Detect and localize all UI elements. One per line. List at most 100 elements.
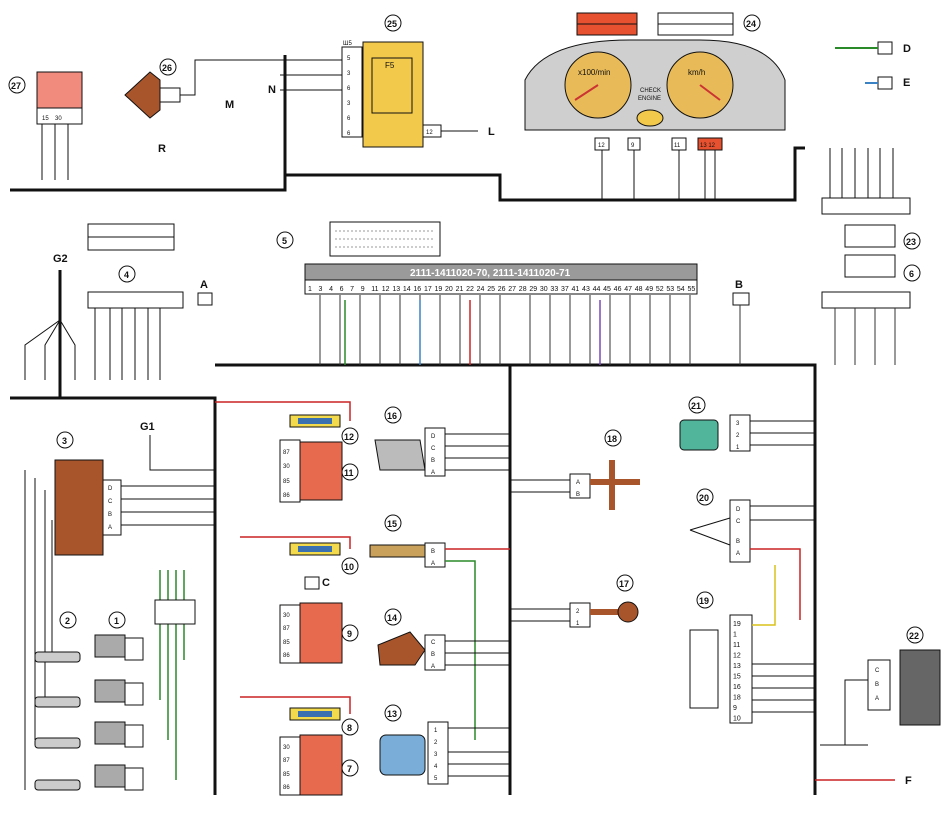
ecu-pin-label: 19 xyxy=(434,286,442,293)
ecu-pin-label: 11 xyxy=(371,286,378,293)
svg-text:C: C xyxy=(875,668,880,674)
label-15: 15 xyxy=(387,519,397,529)
component-20-sensor: 20 DC BA xyxy=(689,488,815,620)
component-25-fuse-box: 25 F5 Ш5 53 63 66 12 N L xyxy=(268,14,495,148)
ecu-pin-label: 21 xyxy=(456,286,464,293)
point-G1: G1 xyxy=(140,421,155,433)
point-R: R xyxy=(158,143,166,155)
ecu-pin-label: 52 xyxy=(656,286,664,293)
label-26: 26 xyxy=(162,63,172,73)
component-6-connector: 6 xyxy=(821,264,921,309)
label-17: 17 xyxy=(619,579,629,589)
component-18-sensor: 18 AB xyxy=(510,429,640,510)
fuse-label: F5 xyxy=(385,61,395,70)
svg-text:11: 11 xyxy=(674,143,681,149)
cluster-white-connector xyxy=(657,12,734,36)
ecu-pin-label: 24 xyxy=(477,286,485,293)
svg-text:D: D xyxy=(108,486,113,492)
svg-text:B: B xyxy=(431,652,435,658)
label-18: 18 xyxy=(607,434,617,444)
svg-text:A: A xyxy=(431,470,435,476)
ecu-pin-label: 13 xyxy=(392,286,400,293)
svg-text:B: B xyxy=(736,539,740,545)
cluster-red-connector xyxy=(576,12,638,36)
svg-text:12: 12 xyxy=(426,130,433,136)
component-14-sensor: 14 CBA xyxy=(377,608,510,671)
wire-runs xyxy=(215,295,896,403)
point-L: L xyxy=(488,126,495,138)
gauge-speed-label: km/h xyxy=(688,68,705,77)
svg-text:1: 1 xyxy=(736,445,740,451)
ecu-pin-label: 45 xyxy=(603,286,611,293)
label-12: 12 xyxy=(344,432,354,442)
svg-text:5: 5 xyxy=(347,56,351,62)
ecu-pin-label: 53 xyxy=(666,286,674,293)
gauge-rpm-label: x100/min xyxy=(578,68,610,77)
svg-text:C: C xyxy=(431,446,436,452)
svg-text:3: 3 xyxy=(434,752,438,758)
connector-19-pin-label: 19 xyxy=(733,621,741,628)
connector-19-pin-label: 15 xyxy=(733,674,741,681)
svg-text:12: 12 xyxy=(598,143,605,149)
check-engine-label-1: CHECK xyxy=(640,88,661,94)
svg-text:87: 87 xyxy=(283,450,290,456)
svg-text:B: B xyxy=(431,549,435,555)
component-16-sensor: 16 DC BA xyxy=(374,406,510,477)
label-7: 7 xyxy=(347,764,352,774)
label-22: 22 xyxy=(909,631,919,641)
label-2: 2 xyxy=(65,616,70,626)
label-19: 19 xyxy=(699,596,709,606)
label-4: 4 xyxy=(124,270,129,280)
ecu-pin-label: 26 xyxy=(498,286,506,293)
ecu-pin-label: 7 xyxy=(350,286,354,293)
svg-text:C: C xyxy=(736,519,741,525)
svg-text:15: 15 xyxy=(42,116,49,122)
label-8: 8 xyxy=(347,723,352,733)
component-3-ignition-coil: 3 DC BA G1 xyxy=(24,421,215,790)
ecu-pin-label: 12 xyxy=(382,286,390,293)
point-F: F xyxy=(905,775,912,787)
point-E: E xyxy=(903,77,910,89)
svg-text:86: 86 xyxy=(283,653,290,659)
label-25: 25 xyxy=(387,19,397,29)
svg-text:C: C xyxy=(431,640,436,646)
bus-lines xyxy=(10,55,817,795)
label-9: 9 xyxy=(347,629,352,639)
ecu-pin-label: 44 xyxy=(593,286,601,293)
point-G2: G2 xyxy=(53,253,68,265)
ecu-pin-label: 37 xyxy=(561,286,569,293)
svg-text:3: 3 xyxy=(736,421,740,427)
diagnostic-connector xyxy=(87,223,175,251)
ecu-pin-label: 3 xyxy=(319,286,323,293)
point-D: D xyxy=(903,43,911,55)
ecu-pin-label: 48 xyxy=(635,286,643,293)
component-15-sensor: 15 BA xyxy=(369,514,510,740)
ecu-pin-label: 29 xyxy=(529,286,537,293)
svg-text:1: 1 xyxy=(576,621,580,627)
svg-text:30: 30 xyxy=(283,745,290,751)
connector-19-pin-label: 11 xyxy=(733,642,740,649)
ecu-pin-label: 9 xyxy=(361,286,365,293)
svg-text:9: 9 xyxy=(631,143,635,149)
ecu-pin-label: 25 xyxy=(487,286,495,293)
component-8-fuse: 8 xyxy=(240,696,359,736)
ecu-pin-label: 22 xyxy=(466,286,474,293)
svg-text:C: C xyxy=(108,499,113,505)
svg-text:A: A xyxy=(576,480,580,486)
svg-text:30: 30 xyxy=(55,116,62,122)
ecu-pin-label: 14 xyxy=(403,286,411,293)
ecu-pin-label: 16 xyxy=(413,286,421,293)
label-3: 3 xyxy=(62,436,67,446)
label-16: 16 xyxy=(387,411,397,421)
svg-text:2: 2 xyxy=(434,740,438,746)
connector-19-pin-label: 18 xyxy=(733,695,741,702)
component-12-fuse: 12 xyxy=(240,401,359,445)
label-11: 11 xyxy=(344,468,354,478)
component-22-pump: 22 CBA F xyxy=(815,626,941,787)
